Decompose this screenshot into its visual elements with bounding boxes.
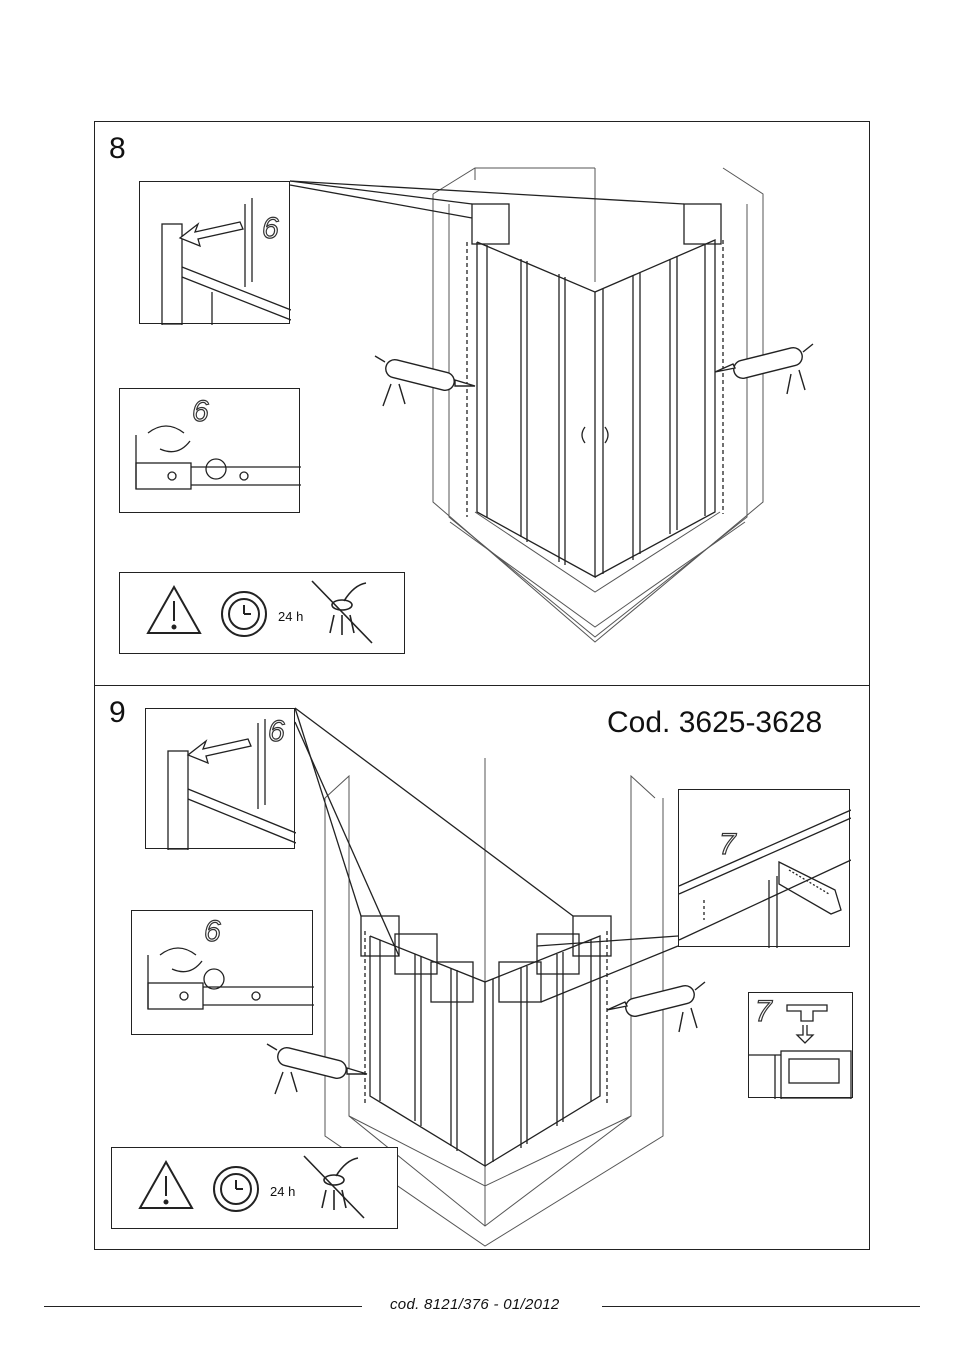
profile-insert-detail: 6 (139, 181, 290, 324)
curing-warning: 24 h (111, 1147, 398, 1229)
rotation-detail: 6 (119, 388, 300, 513)
curing-warning: 24 h (119, 572, 405, 654)
part-number-label: 6 (192, 395, 209, 429)
cure-time-label: 24 h (270, 1184, 295, 1199)
part-number-label: 6 (262, 212, 279, 246)
footer-rule-right (602, 1306, 920, 1307)
footer-rule-left (44, 1306, 362, 1307)
cure-time-label: 24 h (278, 609, 303, 624)
part-number-label: 7 (719, 828, 736, 862)
step-9-panel: 9 Cod. 3625-3628 (94, 685, 870, 1250)
part-number-label: 7 (755, 995, 772, 1029)
clock-24h-icon (214, 1167, 258, 1211)
cap-insert-detail: 7 (748, 992, 853, 1098)
silicone-gun-icon (607, 982, 705, 1032)
silicone-gun-icon (375, 356, 475, 406)
part-number-label: 6 (268, 715, 285, 749)
warning-triangle-icon (148, 587, 200, 633)
no-shower-icon (312, 581, 372, 643)
silicone-gun-icon (267, 1044, 367, 1094)
step-8-panel: 8 (94, 121, 870, 686)
profile-insert-detail: 6 (145, 708, 295, 849)
top-profile-detail: 7 (678, 789, 850, 947)
clock-24h-icon (222, 592, 266, 636)
part-number-label: 6 (204, 915, 221, 949)
rotation-detail: 6 (131, 910, 313, 1035)
no-shower-icon (304, 1156, 364, 1218)
silicone-gun-icon (715, 344, 813, 394)
warning-triangle-icon (140, 1162, 192, 1208)
document-code: cod. 8121/376 - 01/2012 (390, 1296, 560, 1313)
